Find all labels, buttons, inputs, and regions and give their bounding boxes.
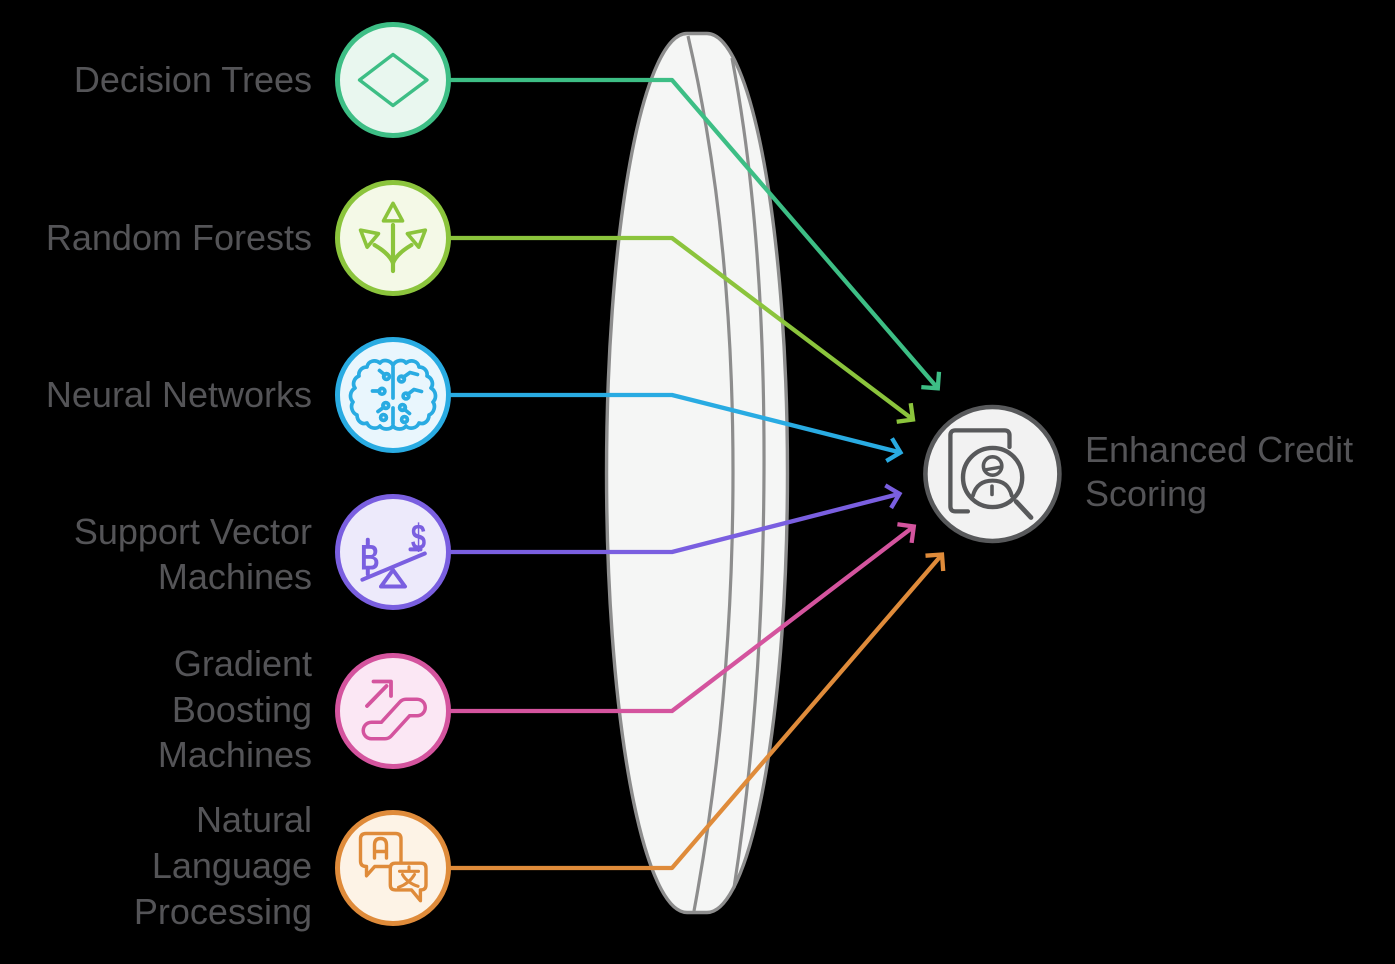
svg-text:Language: Language <box>152 845 312 886</box>
svg-text:Machines: Machines <box>158 734 312 775</box>
svg-text:Enhanced Credit: Enhanced Credit <box>1085 429 1353 470</box>
svg-text:Natural: Natural <box>196 799 312 840</box>
svg-text:Random Forests: Random Forests <box>46 217 312 258</box>
svg-text:Decision Trees: Decision Trees <box>74 59 312 100</box>
svg-text:Support Vector: Support Vector <box>74 511 312 552</box>
svg-text:B: B <box>360 537 379 578</box>
svg-text:$: $ <box>411 517 426 558</box>
svg-text:Scoring: Scoring <box>1085 473 1207 514</box>
svg-text:Neural Networks: Neural Networks <box>46 374 312 415</box>
svg-text:Processing: Processing <box>134 891 312 932</box>
svg-text:Boosting: Boosting <box>172 689 312 730</box>
svg-text:Gradient: Gradient <box>174 643 312 684</box>
svg-text:Machines: Machines <box>158 556 312 597</box>
